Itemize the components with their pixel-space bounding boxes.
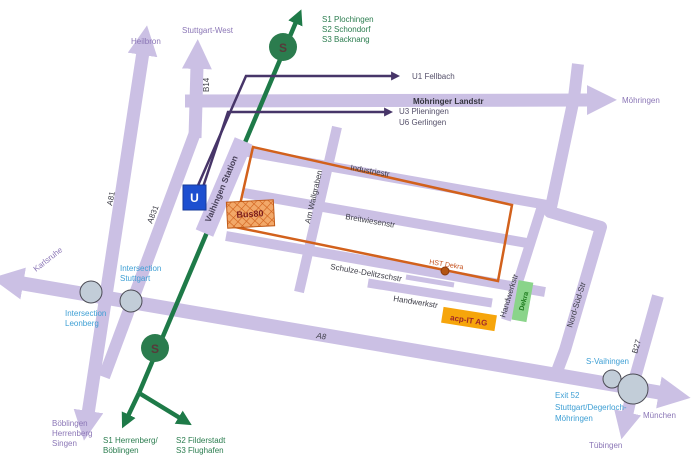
bus80-stop: Bus80 <box>225 199 276 229</box>
road-b27 <box>627 294 664 387</box>
sbahn-badge-north-letter: S <box>279 41 287 55</box>
label-exit-dest-1: Stuttgart/Degerloch- <box>555 403 627 412</box>
sbahn-branch-s2-s3 <box>137 391 192 426</box>
label-s3-flughafen: S3 Flughafen <box>176 446 224 455</box>
label-boeblingen: Böblingen <box>52 419 88 428</box>
label-stuttgart-west: Stuttgart-West <box>182 26 234 35</box>
bus80-label: Bus80 <box>236 208 264 219</box>
sbahn-badge-south-letter: S <box>151 342 159 356</box>
road-handwerkstr-stub <box>405 274 455 288</box>
label-muenchen: München <box>643 411 676 420</box>
bus80-box <box>225 199 276 229</box>
road-handwerkstr-vertical <box>501 201 548 322</box>
label-s3-backnang: S3 Backnang <box>322 35 370 44</box>
hst-dekra-dot <box>440 266 450 276</box>
bus-route-loop <box>233 145 514 283</box>
label-exit-dest-2: Möhringen <box>555 414 593 423</box>
label-s1-herrenberg: S1 Herrenberg/ <box>103 436 158 445</box>
label-s1-boeblingen: Böblingen <box>103 446 139 455</box>
label-u1-fellbach: U1 Fellbach <box>412 72 455 81</box>
label-s2-filderstadt: S2 Filderstadt <box>176 436 226 445</box>
label-intersection-stuttgart-1: Intersection <box>120 264 161 273</box>
label-exit-52: Exit 52 <box>555 391 580 400</box>
u-badge-letter: U <box>190 191 199 205</box>
road-moehringer-landstr <box>184 85 617 115</box>
label-s-vaihingen: S-Vaihingen <box>586 357 629 366</box>
road-am-wallgraben <box>294 125 342 294</box>
label-herrenberg: Herrenberg <box>52 429 92 438</box>
label-moehringen: Möhringen <box>622 96 660 105</box>
u-badge-box <box>182 184 207 211</box>
label-intersection-leonberg-1: Intersection <box>65 309 106 318</box>
label-u6-gerlingen: U6 Gerlingen <box>399 118 446 127</box>
dekra-box <box>511 280 534 323</box>
exit52-interchange-dot <box>617 373 649 405</box>
u-station-badge: U <box>182 184 207 211</box>
sbahn-badges: S S <box>141 33 297 362</box>
label-u3-plieningen: U3 Plieningen <box>399 107 449 116</box>
road-schulze-delitzschstr <box>225 231 546 297</box>
company-building: acp-IT AG <box>441 306 497 332</box>
intersection-stuttgart-dot <box>119 289 143 313</box>
road-network <box>0 25 691 441</box>
ubahn-u3-u6-line <box>199 107 394 194</box>
road-nord-sued-str <box>544 63 607 377</box>
label-a81: A81 <box>105 190 117 206</box>
label-a8: A8 <box>315 331 328 342</box>
s-vaihingen-dot <box>602 369 622 389</box>
intersection-dots <box>79 280 649 405</box>
label-moehringer-landstr: Möhringer Landstr <box>413 97 484 106</box>
vaihingen-station-shape <box>195 137 253 237</box>
label-b27: B27 <box>630 338 643 355</box>
ubahn-u1-line <box>194 71 401 191</box>
label-karlsruhe: Karlsruhe <box>32 245 65 274</box>
sbahn-badge-south <box>141 334 169 362</box>
label-tuebingen: Tübingen <box>589 441 622 450</box>
sbahn-branch-s1 <box>121 392 142 429</box>
label-s2-schondorf: S2 Schondorf <box>322 25 371 34</box>
label-heilbronn: Heilbron <box>131 37 161 46</box>
ubahn-lines <box>194 71 401 194</box>
dekra-building: Dekra <box>511 280 534 323</box>
sbahn-badge-north <box>269 33 297 61</box>
road-breitwiesenstr <box>243 188 528 248</box>
road-b14 <box>181 39 212 139</box>
company-box <box>441 306 497 332</box>
road-a831 <box>98 127 202 380</box>
road-handwerkstr-horizontal <box>367 278 493 308</box>
intersection-leonberg-dot <box>79 280 103 304</box>
label-s1-plochingen: S1 Plochingen <box>322 15 374 24</box>
dekra-label: Dekra <box>519 291 531 312</box>
label-intersection-leonberg-2: Leonberg <box>65 319 99 328</box>
label-singen: Singen <box>52 439 77 448</box>
label-intersection-stuttgart-2: Stuttgart <box>120 274 151 283</box>
label-b14: B14 <box>202 77 211 92</box>
